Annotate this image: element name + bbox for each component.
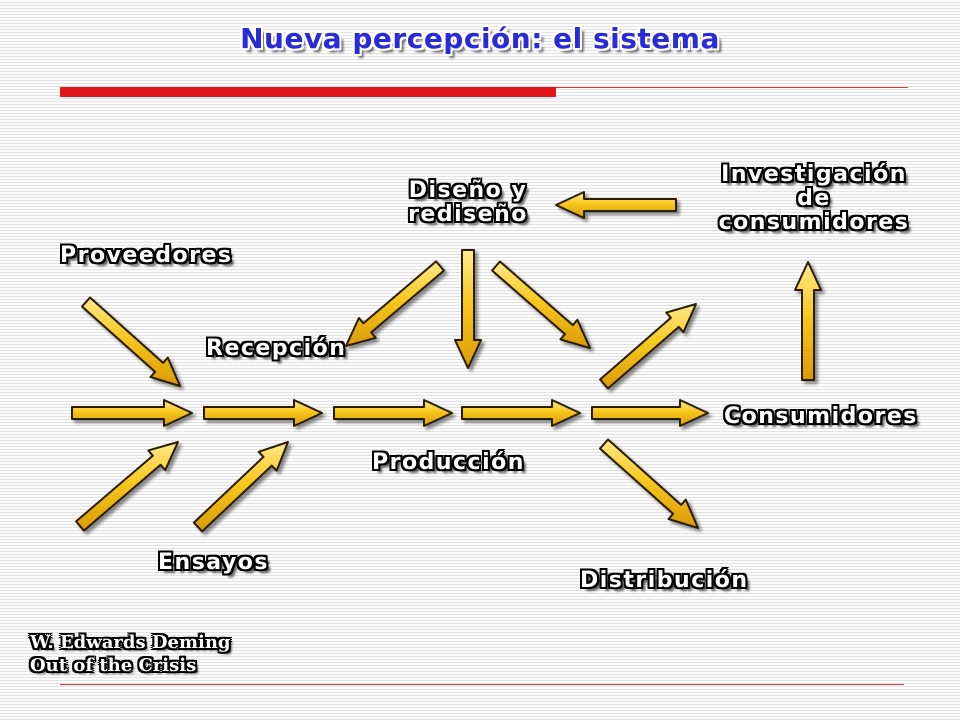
node-diseno-line1: Diseño y — [408, 178, 528, 203]
arrow-diseno-to-produccion — [454, 249, 482, 369]
arrow-shape — [192, 441, 289, 533]
node-ensayos: Ensayos — [158, 550, 270, 575]
node-consumidores: Consumidores — [724, 404, 918, 429]
arrow-shape — [599, 438, 699, 529]
credit-book: Out of the Crisis — [30, 655, 197, 676]
arrow-proveedores — [81, 296, 181, 387]
arrow-shape — [491, 260, 591, 349]
footer-divider — [60, 684, 904, 685]
arrow-shape — [555, 191, 677, 219]
node-diseno: Diseño y rediseño — [396, 179, 540, 227]
arrow-consumidores-up — [794, 261, 822, 381]
node-produccion: Producción — [372, 450, 525, 475]
arrow-shape — [599, 303, 697, 390]
arrow-shape — [75, 441, 179, 532]
arrow-shape — [333, 399, 453, 427]
node-investigacion: Investigación de consumidores — [716, 163, 912, 235]
arrow-chain-1 — [71, 399, 193, 427]
arrow-chain-2 — [203, 399, 323, 427]
arrow-shape — [81, 296, 181, 387]
arrow-ensayos-right — [192, 441, 289, 533]
arrow-to-consumidores — [591, 399, 709, 427]
node-recepcion: Recepción — [206, 336, 347, 361]
source-credit: W. Edwards Deming Out of the Crisis — [30, 631, 231, 677]
page-title: Nueva percepción: el sistema — [240, 22, 720, 55]
arrow-diseno-to-chain — [491, 260, 591, 349]
credit-author: W. Edwards Deming — [30, 632, 231, 653]
node-investigacion-line2: de — [797, 186, 831, 211]
arrow-chain-3 — [333, 399, 453, 427]
node-distribucion: Distribución — [580, 568, 749, 593]
arrow-investigacion-to-diseno — [555, 191, 677, 219]
arrow-shape — [345, 260, 445, 347]
arrow-to-investigacion-diag — [599, 303, 697, 390]
arrow-ensayos-left — [75, 441, 179, 532]
arrow-shape — [454, 249, 482, 369]
node-diseno-line2: rediseño — [408, 202, 528, 227]
node-investigacion-line1: Investigación — [721, 162, 907, 187]
title-underline-bar — [60, 87, 556, 97]
title-underline-thin — [556, 87, 908, 88]
arrow-shape — [71, 399, 193, 427]
arrow-shape — [461, 399, 581, 427]
node-investigacion-line3: consumidores — [718, 210, 910, 235]
arrow-shape — [203, 399, 323, 427]
arrow-shape — [591, 399, 709, 427]
arrow-to-distribucion — [599, 438, 699, 529]
arrow-shape — [794, 261, 822, 381]
arrow-chain-4 — [461, 399, 581, 427]
arrow-diseno-to-recepcion — [345, 260, 445, 347]
node-proveedores: Proveedores — [60, 243, 233, 268]
